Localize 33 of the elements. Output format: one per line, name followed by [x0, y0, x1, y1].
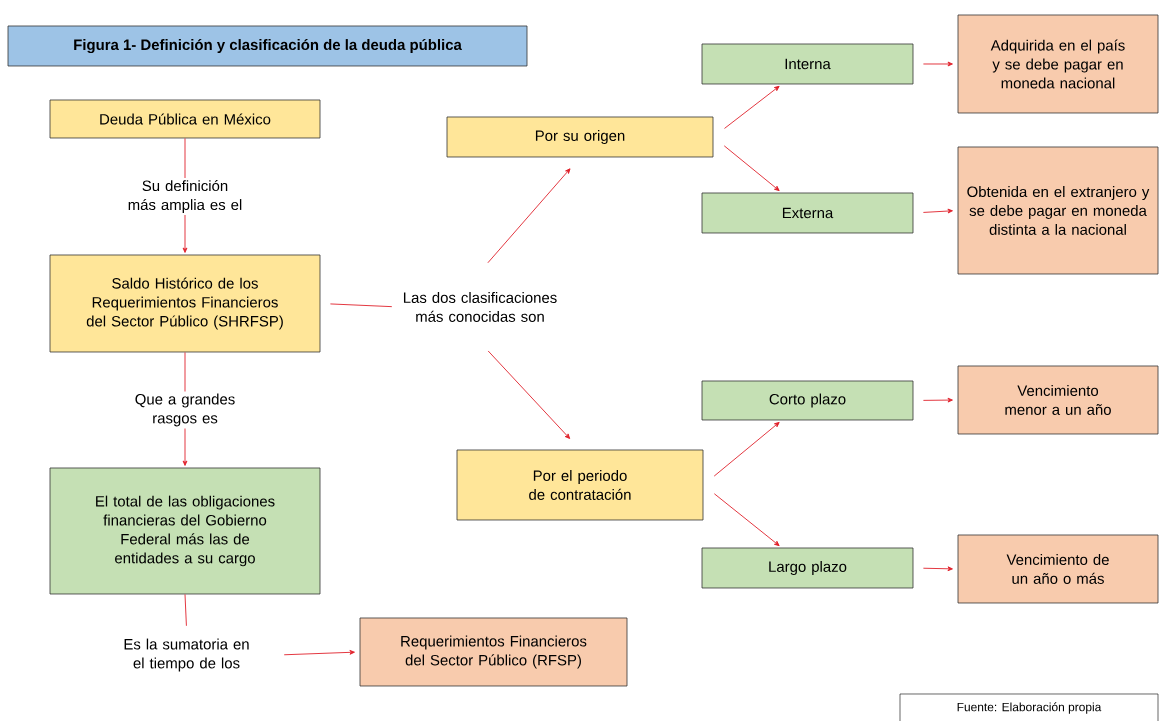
process-box: Por el periodo de contratación: [456, 449, 704, 521]
title-banner: Figura 1- Definición y clasificación de la deuda pública: [7, 25, 528, 67]
arrow: [922, 397, 953, 403]
arrow: [922, 61, 953, 67]
edge-label: Su definición más amplia es el: [128, 180, 242, 213]
arrow: [487, 168, 571, 264]
process-box: Obtenida en el extranjero y se debe pagar en moneda distinta a la nacional: [957, 146, 1159, 275]
connector-text: Las dos clasificaciones más conocidas son: [404, 292, 557, 322]
connector-line: [184, 593, 187, 627]
connector-text: Es la sumatoria en el tiempo de los: [124, 638, 249, 672]
source-note: Fuente: Elaboración propia: [899, 693, 1159, 721]
process-box: El total de las obligaciones financieras del Gobierno Federal más las de entidades a su cargo: [49, 467, 321, 595]
arrow: [723, 145, 780, 192]
connector-line: [329, 303, 393, 308]
arrow: [713, 493, 780, 547]
process-box: Deuda Pública en México: [49, 99, 321, 139]
arrow: [283, 649, 355, 656]
arrow: [922, 566, 953, 572]
process-box: Saldo Histórico de los Requerimientos Financieros del Sector Público (SHRFSP): [49, 254, 321, 353]
arrow: [487, 350, 571, 439]
arrow: [713, 421, 780, 477]
edge-label: Que a grandes rasgos es: [135, 393, 235, 427]
process-box: Largo plazo: [701, 547, 914, 589]
process-box: Externa: [701, 192, 914, 234]
process-box: Vencimiento de un año o más: [957, 534, 1159, 604]
process-box: Requerimientos Financieros del Sector Público (RFSP): [359, 617, 628, 687]
process-box: Interna: [701, 43, 914, 85]
process-box: Adquirida en el país y se debe pagar en moneda nacional: [957, 14, 1159, 114]
process-box: Vencimiento menor a un año: [957, 365, 1159, 435]
arrow: [724, 85, 780, 129]
process-box: Corto plazo: [701, 380, 914, 421]
arrow: [922, 208, 953, 214]
process-box: Por su origen: [446, 116, 714, 158]
